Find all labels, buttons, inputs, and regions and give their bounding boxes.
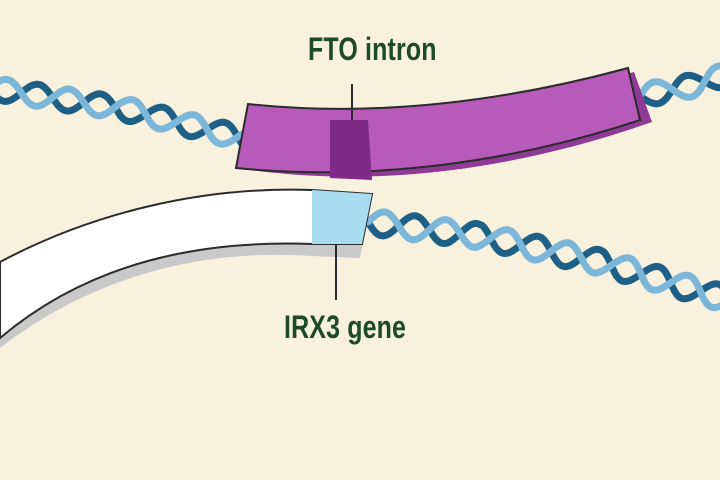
- dna-helix-right-top: [636, 62, 720, 108]
- fto-chromatin-segment: [234, 66, 652, 180]
- fto-intron-label: FTO intron: [308, 31, 437, 67]
- dna-helix-left: [0, 75, 256, 154]
- irx3-chromatin-segment: [0, 188, 374, 348]
- helix-strand-b: [364, 208, 720, 311]
- helix-strand-b: [0, 75, 256, 148]
- irx3-gene-band: [312, 190, 372, 244]
- fto-intron-band: [330, 120, 372, 180]
- fto-segment-body: [234, 66, 642, 174]
- helix-strand-a: [636, 71, 720, 108]
- dna-helix-lower: [364, 208, 720, 311]
- irx3-gene-label: IRX3 gene: [284, 309, 407, 345]
- helix-strand-b: [636, 62, 720, 101]
